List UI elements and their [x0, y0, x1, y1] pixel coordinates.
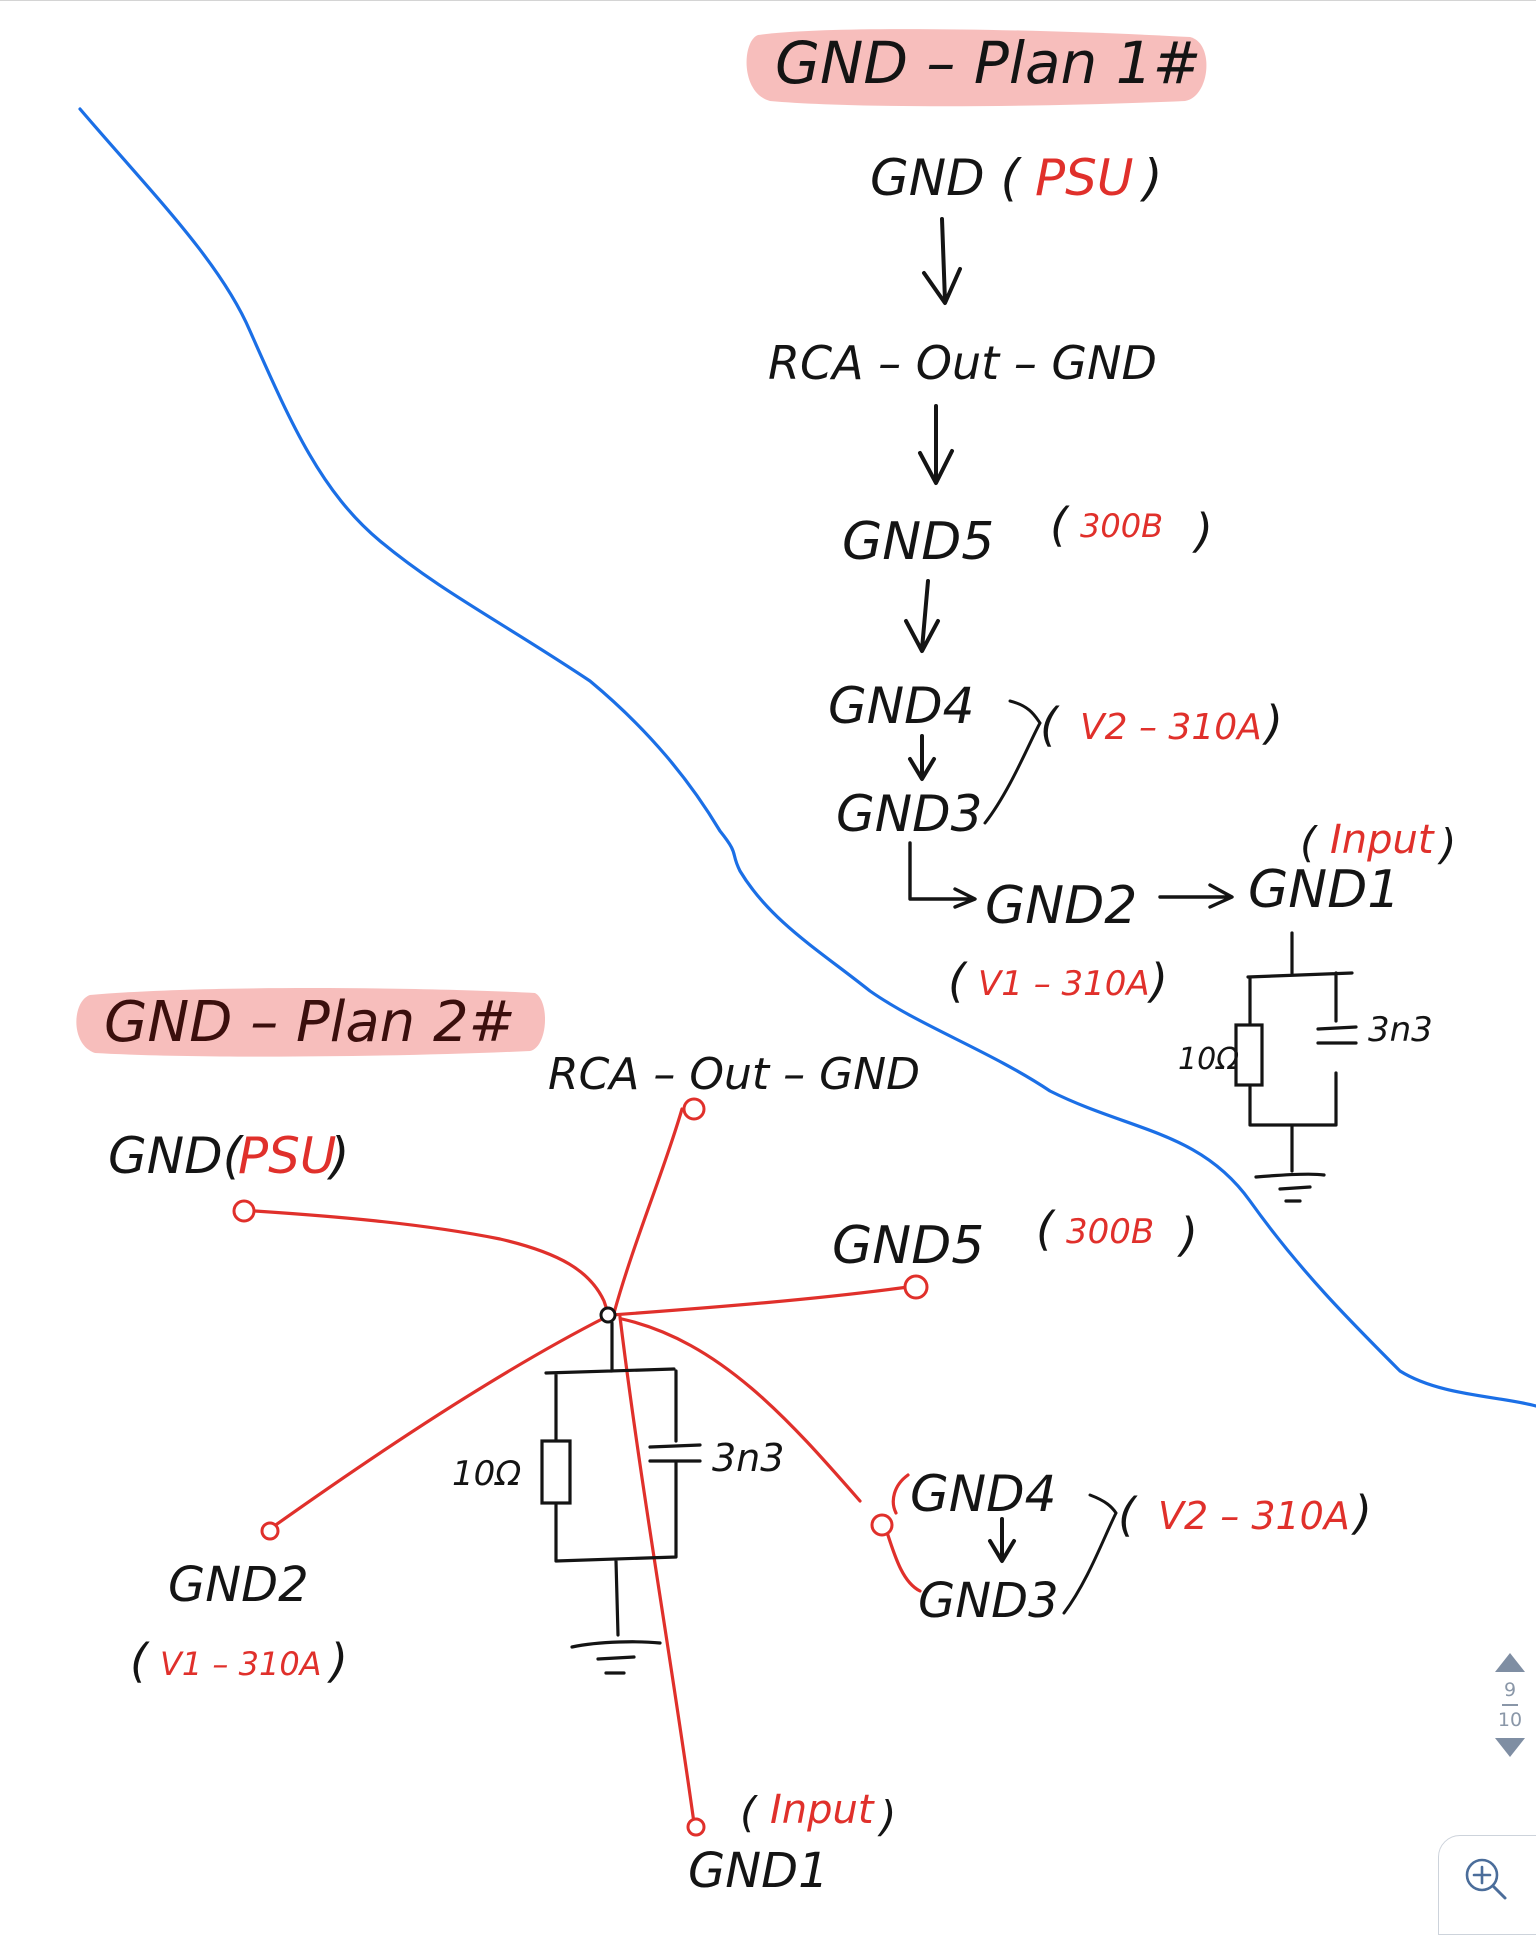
plan1-v1-close: ): [1147, 954, 1168, 1008]
plan2-ground-symbol: [570, 1640, 662, 1675]
plan2-psu-tag: PSU: [238, 1127, 337, 1185]
plan1-gnd4: GND4: [828, 677, 974, 735]
wire-gnd2: [268, 1315, 608, 1531]
plan1-v2-open: (: [1040, 698, 1060, 752]
plan1-gnd5-close: ): [1192, 504, 1213, 558]
wire-rca: [612, 1107, 684, 1315]
plan2-gnd4: GND4: [910, 1465, 1056, 1523]
page-down-icon[interactable]: [1495, 1738, 1525, 1757]
plan2-v1-tag: V1 – 310A: [160, 1645, 322, 1683]
plan1-v2-close: ): [1262, 696, 1283, 750]
plan1-title-group: GND – Plan 1#: [746, 29, 1207, 107]
plan1-capacitor-label: 3n3: [1368, 1010, 1433, 1050]
node-rca: [682, 1097, 706, 1121]
plan2-capacitor: [648, 1443, 702, 1463]
node-gnd2: [260, 1521, 280, 1541]
plan1-elbow-arrow: [908, 841, 977, 909]
node-gnd1: [686, 1817, 706, 1837]
plan1-arrow-2: [918, 404, 954, 485]
plan2-title-highlight: [76, 988, 546, 1057]
plan1-arrow-3: [904, 579, 940, 653]
divider-stroke: [78, 107, 1536, 1408]
plan2-input-tag: Input: [770, 1787, 875, 1833]
plan1-v2-tag: V2 – 310A: [1080, 707, 1262, 748]
plan1-psu-gnd: GND (: [870, 149, 1023, 207]
plan2-gnd5: GND5: [832, 1216, 984, 1276]
plan2-resistor: [540, 1439, 572, 1505]
plan2-gnd2: GND2: [168, 1557, 309, 1613]
plan2-resistor-label: 10Ω: [452, 1454, 521, 1494]
plan1-resistor: [1234, 1023, 1264, 1087]
wire-gnd3-bracket: [884, 1473, 922, 1593]
current-page: 9: [1503, 1679, 1517, 1701]
plan1-flow: GND ( PSU ) RCA – Out – GND GND5 ( 300B …: [768, 149, 1456, 1008]
plan1-title: GND – Plan 1#: [775, 29, 1201, 97]
wire-gnd5: [610, 1285, 910, 1317]
plan1-arrow-4: [908, 734, 936, 781]
plan1-gnd5-tag: 300B: [1080, 507, 1163, 545]
plan2-v1-close: ): [327, 1634, 348, 1688]
zoom-in-icon: [1465, 1858, 1507, 1900]
plan2-title: GND – Plan 2#: [104, 990, 516, 1055]
plan1-rc-wires: [1246, 931, 1354, 1173]
plan2-psu-close: ): [326, 1127, 350, 1185]
plan2-gnd5-tag: 300B: [1066, 1212, 1154, 1252]
page-navigator: 9 10: [1488, 1653, 1532, 1791]
plan2-arrow-4: [988, 1517, 1016, 1563]
plan2-input-open: (: [740, 1788, 758, 1837]
plan2-gnd1: GND1: [688, 1843, 829, 1899]
plan1-psu-tag: PSU: [1035, 149, 1134, 207]
plan1-title-highlight: [746, 29, 1207, 107]
plan2-v2-tag: V2 – 310A: [1158, 1494, 1350, 1538]
plan1-resistor-label: 10Ω: [1178, 1042, 1239, 1077]
page-separator: [1502, 1704, 1518, 1706]
plan2-title-group: GND – Plan 2#: [76, 988, 546, 1057]
node-psu: [232, 1199, 256, 1223]
plan2-star-wiring: [232, 1097, 929, 1837]
plan1-input-close: ): [1437, 820, 1456, 869]
plan1-psu-close: ): [1139, 149, 1163, 207]
plan2-gnd5-close: ): [1177, 1208, 1198, 1262]
plan1-input-open: (: [1300, 818, 1318, 867]
page-up-icon[interactable]: [1495, 1653, 1525, 1672]
plan1-gnd1: GND1: [1248, 860, 1400, 920]
node-gnd5: [903, 1274, 929, 1300]
zoom-in-button[interactable]: [1438, 1835, 1536, 1935]
plan1-gnd5: GND5: [842, 512, 994, 572]
plan2-psu-gnd: GND(: [108, 1127, 245, 1185]
plan1-arrow-5: [1158, 883, 1234, 909]
wire-gnd4: [620, 1317, 862, 1503]
plan2-capacitor-label: 3n3: [712, 1436, 784, 1480]
plan1-v1-open: (: [948, 954, 968, 1008]
plan2-v2-close: ): [1351, 1486, 1372, 1540]
plan2-rca: RCA – Out – GND: [548, 1049, 920, 1100]
plan1-ground-symbol: [1254, 1172, 1326, 1203]
plan2-v2-open: (: [1118, 1488, 1138, 1542]
node-gnd4: [870, 1513, 894, 1537]
plan1-gnd2: GND2: [985, 876, 1137, 936]
plan2-gnd3: GND3: [918, 1573, 1059, 1629]
total-pages: 10: [1497, 1709, 1523, 1731]
plan1-arrow-1: [922, 217, 962, 305]
plan2-labels: RCA – Out – GND GND( PSU ) GND5 ( 300B )…: [108, 1049, 1372, 1899]
plan1-gnd5-open: (: [1050, 498, 1070, 552]
plan1-brace: [983, 699, 1042, 825]
plan1-rca: RCA – Out – GND: [768, 336, 1157, 390]
plan1-gnd3: GND3: [836, 785, 982, 843]
plan2-rc-wires: [544, 1321, 678, 1637]
wire-gnd1: [618, 1315, 696, 1825]
wire-psu: [253, 1209, 610, 1315]
plan2-gnd5-open: (: [1036, 1202, 1056, 1256]
plan1-rc-network: 10Ω 3n3: [1178, 931, 1433, 1203]
plan1-v1-tag: V1 – 310A: [978, 964, 1150, 1004]
plan2-brace: [1062, 1493, 1118, 1615]
plan2-v1-open: (: [130, 1634, 150, 1688]
plan2-rc-network: 10Ω 3n3: [452, 1321, 784, 1675]
plan1-capacitor: [1316, 1025, 1358, 1045]
plan2-input-close: ): [877, 1792, 896, 1841]
plan1-input-tag: Input: [1330, 817, 1435, 863]
node-star-center: [599, 1306, 617, 1324]
